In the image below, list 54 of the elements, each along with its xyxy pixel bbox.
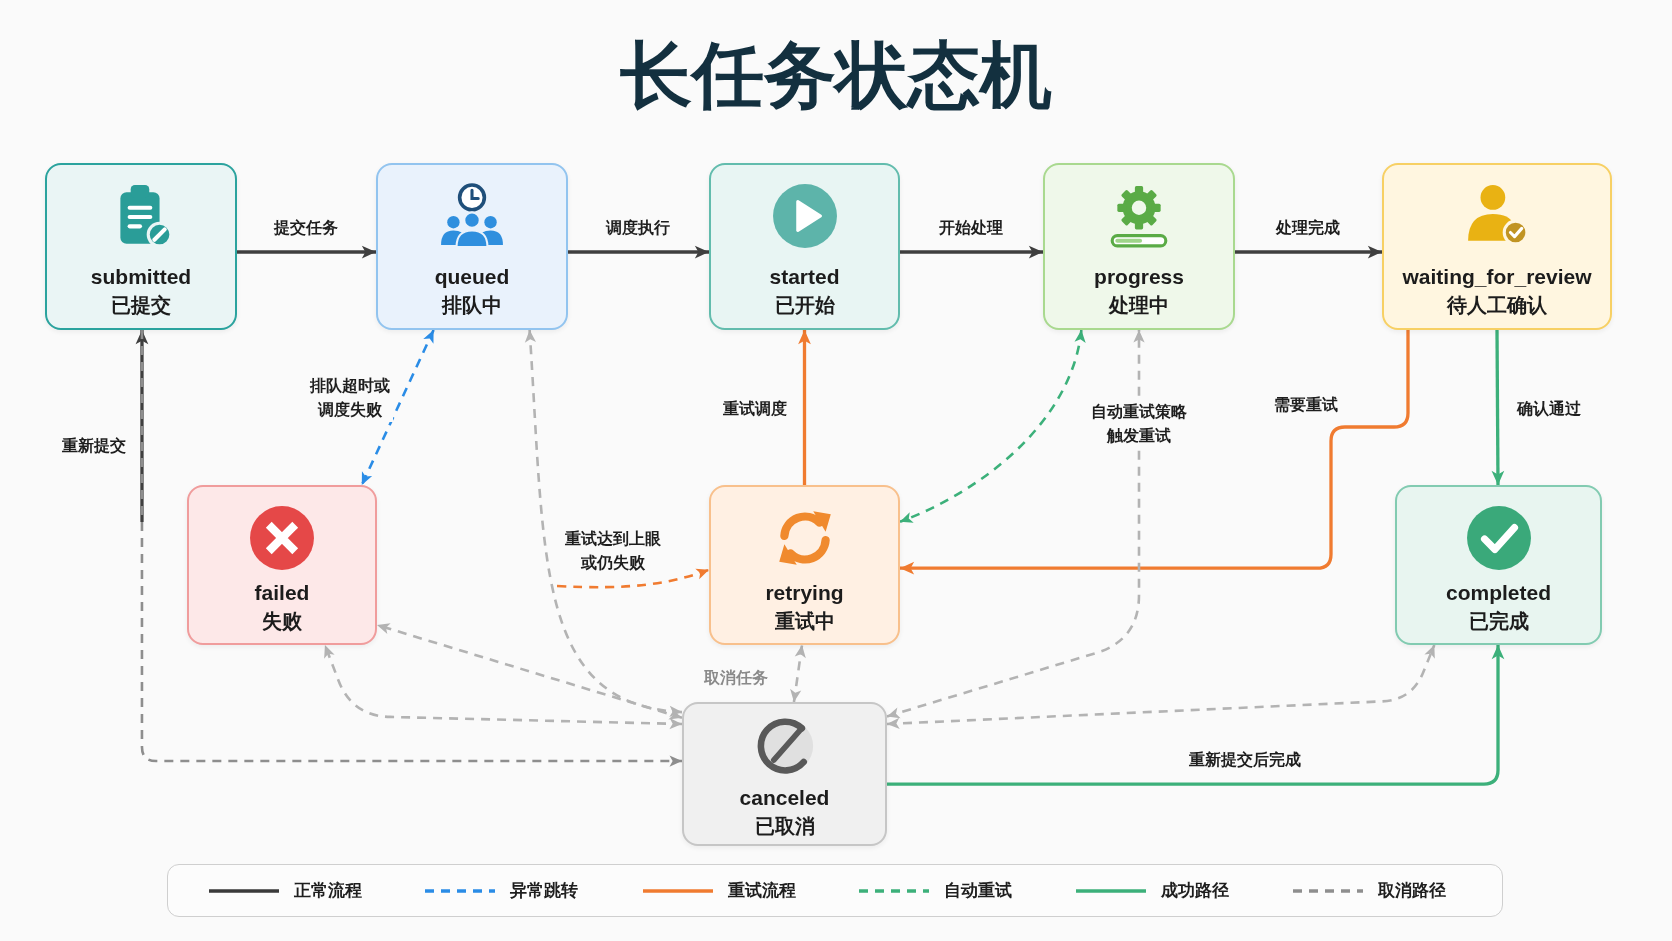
state-label: 已取消	[754, 814, 815, 839]
arrow	[900, 330, 1410, 575]
arrow	[140, 330, 682, 767]
arrow	[568, 245, 709, 259]
state-label: 已提交	[111, 293, 171, 318]
legend-label: 正常流程	[294, 880, 362, 902]
double-arrow	[886, 330, 1145, 719]
state-name: progress	[1094, 264, 1184, 290]
state-node	[1395, 485, 1602, 645]
arrow	[798, 330, 811, 485]
legend-label: 成功路径	[1161, 880, 1229, 902]
arrow	[900, 245, 1043, 259]
legend-label: 自动重试	[944, 880, 1012, 902]
state-node	[709, 163, 900, 330]
state-name: failed	[254, 580, 310, 606]
state-node	[709, 485, 900, 645]
double-arrow	[899, 329, 1085, 523]
double-arrow	[886, 644, 1436, 730]
state-node	[682, 702, 887, 846]
arrow	[1491, 330, 1505, 485]
double-arrow	[524, 329, 683, 716]
arrow	[1235, 245, 1382, 259]
state-name: waiting_for_review	[1402, 264, 1592, 290]
arrow	[556, 568, 710, 589]
arrow	[237, 245, 376, 259]
state-label: 处理中	[1109, 293, 1169, 318]
legend-label: 异常跳转	[510, 880, 578, 902]
state-name: submitted	[90, 264, 192, 290]
double-arrow	[360, 329, 435, 486]
state-node	[45, 163, 237, 330]
diagram-title: 长任务状态机	[620, 36, 1052, 114]
state-node	[376, 163, 568, 330]
state-name: canceled	[739, 785, 830, 811]
state-name: retrying	[765, 580, 844, 606]
double-arrow	[376, 623, 683, 720]
state-label: 已开始	[774, 293, 835, 318]
double-arrow	[323, 644, 683, 730]
legend-label: 取消路径	[1378, 880, 1446, 902]
double-arrow	[790, 644, 806, 703]
edge-label: 排队超时或调度失败	[307, 374, 393, 422]
arrow	[887, 645, 1505, 786]
state-name: started	[769, 264, 840, 290]
state-name: queued	[434, 264, 510, 290]
state-node	[1382, 163, 1612, 330]
state-node	[1043, 163, 1235, 330]
state-label: 待人工确认	[1447, 293, 1547, 318]
state-label: 排队中	[442, 293, 502, 318]
state-name: completed	[1446, 580, 1551, 606]
state-label: 已完成	[1468, 609, 1529, 634]
state-label: 重试中	[774, 609, 835, 634]
arrow	[135, 330, 149, 522]
state-node	[187, 485, 377, 645]
state-label: 失败	[262, 609, 302, 634]
legend-label: 重试流程	[728, 880, 796, 902]
